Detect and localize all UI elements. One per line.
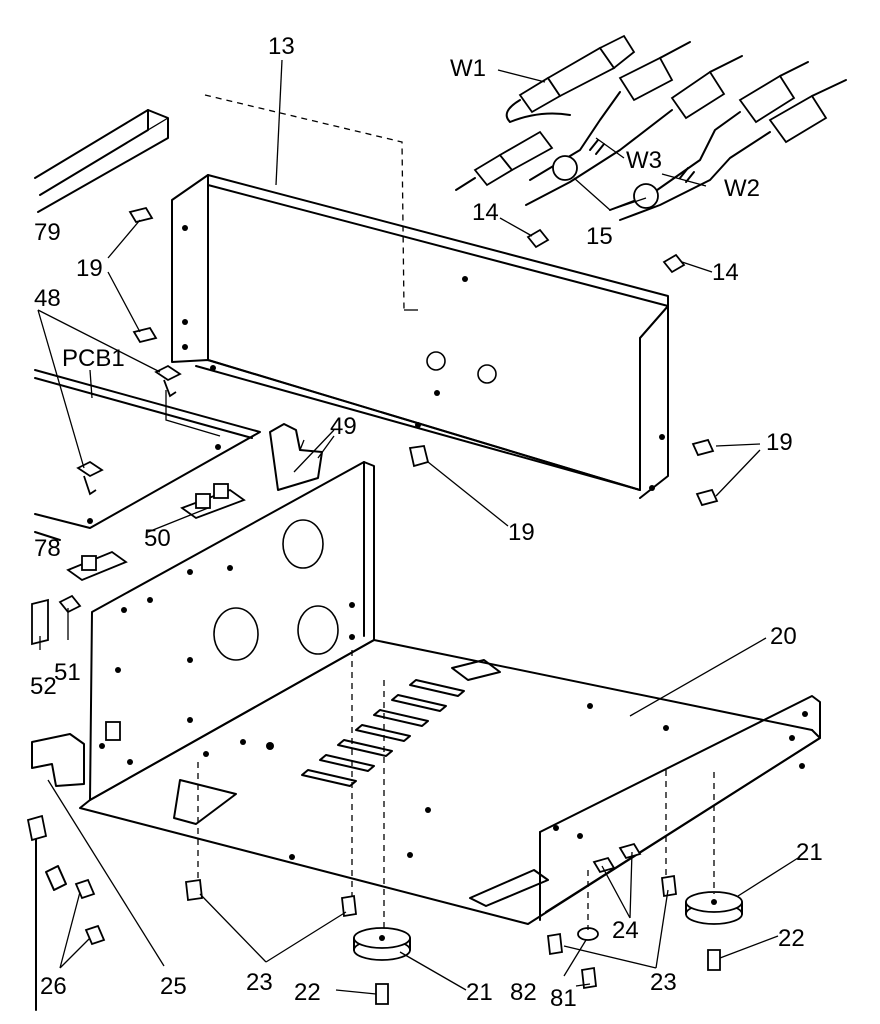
callout-19-a: 19 <box>76 255 103 282</box>
callout-19-b: 19 <box>766 429 793 456</box>
callout-25: 25 <box>160 973 187 1000</box>
callout-15: 15 <box>586 223 613 250</box>
part-78-51-52 <box>31 531 82 646</box>
callout-w1: W1 <box>450 55 486 82</box>
callout-21-b: 21 <box>796 839 823 866</box>
part-49-bracket <box>269 423 323 491</box>
part-81-82 <box>577 927 599 990</box>
panel-hole-1 <box>426 351 446 371</box>
callout-79: 79 <box>34 219 61 246</box>
part-25-bracket <box>31 733 85 787</box>
callout-14-b: 14 <box>712 259 739 286</box>
callout-19-c: 19 <box>508 519 535 546</box>
part-22-screws <box>375 949 721 1005</box>
pcb1-board <box>34 364 261 529</box>
alignment-lines <box>197 650 715 930</box>
callout-14-a: 14 <box>472 199 499 226</box>
panel-hole-2 <box>477 364 497 384</box>
callout-81: 81 <box>550 985 577 1012</box>
callout-22-a: 22 <box>294 979 321 1006</box>
callout-49: 49 <box>330 413 357 440</box>
callout-13: 13 <box>268 33 295 60</box>
callout-24: 24 <box>612 917 639 944</box>
leader-lines <box>37 59 799 995</box>
part-79-rail <box>34 109 169 213</box>
part-50-connectors <box>66 483 246 582</box>
cable-assembly <box>455 34 847 221</box>
part-20-chassis <box>79 461 821 925</box>
callout-78: 78 <box>34 535 61 562</box>
callout-51: 51 <box>54 659 81 686</box>
part-26-screws <box>26 814 106 1011</box>
callout-23-a: 23 <box>246 969 273 996</box>
part-23-24-screws <box>185 842 677 956</box>
callout-w2: W2 <box>724 175 760 202</box>
callout-pcb1: PCB1 <box>62 345 125 372</box>
callout-23-b: 23 <box>650 969 677 996</box>
callout-22-b: 22 <box>778 925 805 952</box>
part-19-screws <box>128 206 719 507</box>
callout-82: 82 <box>510 979 537 1006</box>
callout-50: 50 <box>144 525 171 552</box>
callout-labels: 13 W1 W3 W2 14 15 14 79 19 48 PCB1 49 19… <box>30 33 823 1012</box>
part-13-rear-panel <box>171 174 669 499</box>
callout-w3: W3 <box>626 147 662 174</box>
callout-26: 26 <box>40 973 67 1000</box>
callout-48: 48 <box>34 285 61 312</box>
callout-52: 52 <box>30 673 57 700</box>
callout-21-a: 21 <box>466 979 493 1006</box>
part-14-screws <box>526 228 686 274</box>
callout-20: 20 <box>770 623 797 650</box>
part-21-feet <box>353 891 743 961</box>
